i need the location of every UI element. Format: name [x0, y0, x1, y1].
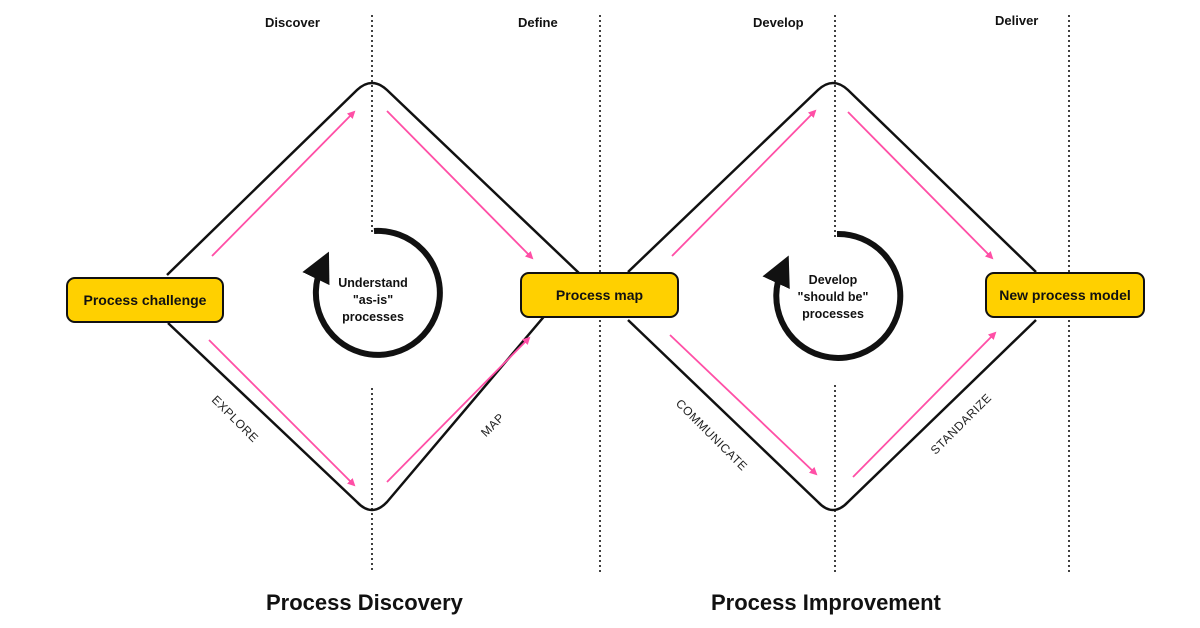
center-text-line: "as-is" [352, 293, 394, 307]
arrow-standarize-up [852, 331, 997, 478]
center-text-as-is: Understand "as-is" processes [313, 275, 433, 326]
center-text-line: processes [802, 307, 864, 321]
node-process-map: Process map [520, 272, 679, 318]
section-title-improvement: Process Improvement [711, 590, 941, 615]
arrow-communicate-down [669, 334, 818, 476]
section-title-discovery: Process Discovery [266, 590, 463, 615]
phase-label-define: Define [518, 15, 558, 30]
arrow-define-down [386, 110, 534, 260]
center-text-line: processes [342, 310, 404, 324]
phase-label-deliver: Deliver [995, 13, 1039, 28]
node-new-process-model: New process model [985, 272, 1145, 318]
arrow-explore-down [208, 339, 356, 487]
center-text-line: Develop [808, 273, 858, 287]
cycle-arrow-left [302, 227, 443, 358]
center-text-line: Understand [338, 276, 408, 290]
phase-label-discover: Discover [265, 15, 320, 30]
phase-label-develop: Develop [753, 15, 804, 30]
center-text-should-be: Develop "should be" processes [773, 272, 893, 323]
arrow-develop-up [671, 109, 817, 257]
arrow-map-up [386, 336, 531, 483]
cycle-arrow-right [762, 230, 904, 361]
arrow-explore-up [211, 110, 356, 257]
arrow-deliver-down [847, 111, 994, 260]
center-text-line: "should be" [797, 290, 869, 304]
improvement-diamond [627, 81, 1037, 512]
node-process-challenge: Process challenge [66, 277, 224, 323]
